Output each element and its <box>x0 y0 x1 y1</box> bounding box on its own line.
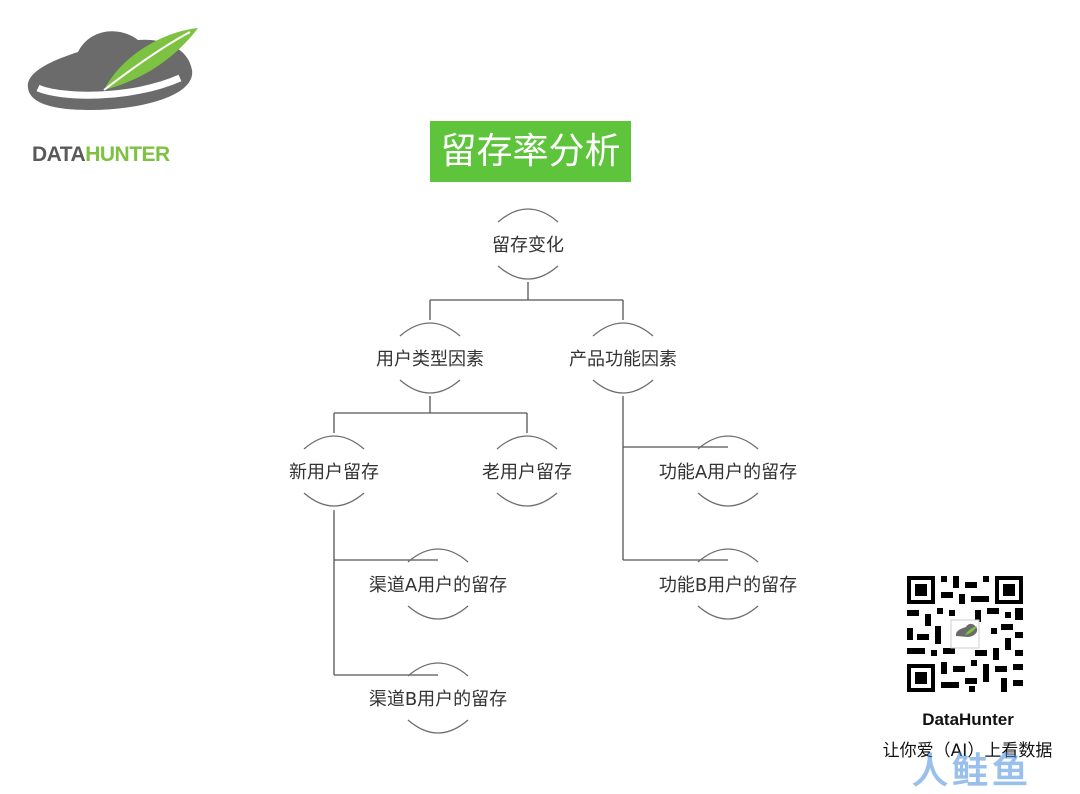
node-feature-a-retention: 功能A用户的留存 <box>658 462 798 483</box>
qr-code-icon[interactable] <box>905 574 1025 694</box>
qr-slogan: 让你爱（AI）上看数据 <box>882 741 1053 761</box>
source-watermark: 人鲑鱼 <box>912 751 1033 792</box>
logo-wordmark: DATAHUNTER <box>32 143 170 167</box>
node-product-feature-factor: 产品功能因素 <box>569 349 677 370</box>
qr-caption: DataHunter <box>922 710 1014 729</box>
node-channel-b-retention: 渠道B用户的留存 <box>368 689 508 710</box>
node-user-type-factor: 用户类型因素 <box>376 349 484 370</box>
node-new-user-retention: 新用户留存 <box>289 462 379 483</box>
node-retention-change: 留存变化 <box>492 235 564 256</box>
datahunter-logo-hat-icon <box>27 28 198 111</box>
page-title: 留存率分析 <box>430 121 631 182</box>
node-channel-a-retention: 渠道A用户的留存 <box>368 575 508 596</box>
node-old-user-retention: 老用户留存 <box>482 462 572 483</box>
node-feature-b-retention: 功能B用户的留存 <box>658 575 798 596</box>
logo-word-hunter: HUNTER <box>85 143 170 166</box>
logo-word-data: DATA <box>32 143 86 166</box>
